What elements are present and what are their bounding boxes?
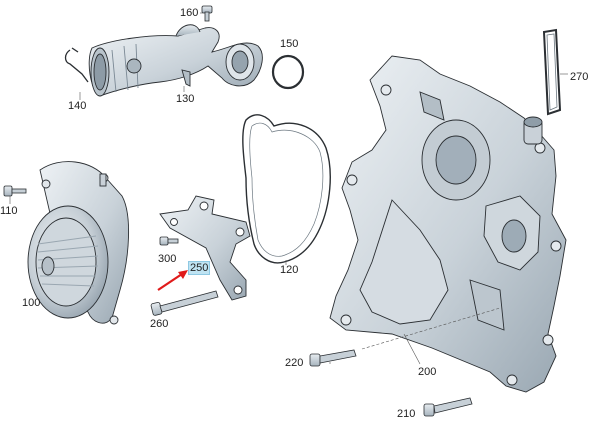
callout-120: 120 — [280, 264, 299, 276]
gasket-120 — [242, 114, 331, 264]
leader-lines — [9, 12, 568, 365]
callout-140: 140 — [68, 100, 87, 112]
bolt-300 — [159, 236, 179, 246]
water-pump-100 — [27, 161, 129, 325]
callout-150: 150 — [280, 38, 299, 50]
callout-250: 250 — [188, 261, 211, 275]
callout-220: 220 — [285, 357, 304, 369]
clip-140 — [64, 47, 89, 83]
gasket-270 — [542, 28, 562, 116]
bolt-160 — [201, 5, 213, 22]
bolt-210 — [423, 397, 473, 417]
pipe-130 — [88, 24, 263, 97]
front-cover-200 — [329, 55, 567, 393]
callout-130: 130 — [176, 93, 195, 105]
oring-150 — [271, 54, 305, 90]
callout-110: 110 — [0, 205, 18, 217]
callout-160: 160 — [180, 7, 199, 19]
bolt-110 — [3, 185, 27, 197]
callout-210: 210 — [397, 408, 416, 420]
callout-100: 100 — [22, 297, 41, 309]
highlight-arrow — [157, 270, 188, 291]
callout-200: 200 — [418, 366, 437, 378]
bracket-250 — [159, 195, 251, 301]
callout-300: 300 — [158, 253, 177, 265]
callout-260: 260 — [150, 318, 169, 330]
bolt-260 — [150, 290, 219, 316]
callout-270: 270 — [570, 71, 589, 83]
bolt-220 — [309, 349, 357, 367]
